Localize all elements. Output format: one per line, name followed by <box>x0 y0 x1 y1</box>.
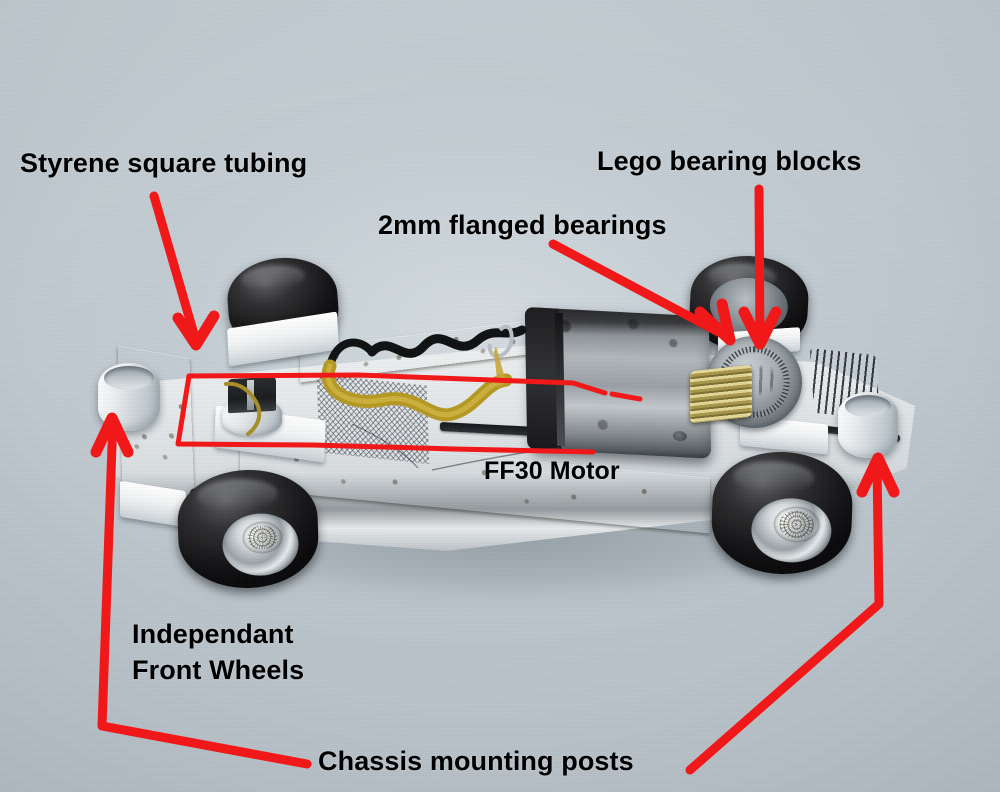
styrene-outline-box <box>175 372 643 455</box>
rear-chassis-mounting-post <box>838 392 898 458</box>
arrow-chassis-post-right <box>685 452 900 775</box>
arrow-bearings <box>548 239 736 346</box>
label-2mm-flanged-bearings: 2mm flanged bearings <box>378 210 667 240</box>
label-ff30-motor: FF30 Motor <box>484 457 620 485</box>
arrow-styrene <box>149 191 220 351</box>
arrow-chassis-post-left <box>90 412 312 769</box>
label-independant-line2: Front Wheels <box>132 654 305 685</box>
label-lego-bearing-blocks: Lego bearing blocks <box>597 146 862 176</box>
label-independant-line1: Independant <box>132 619 294 649</box>
arrow-lego <box>738 184 782 350</box>
label-independant-front-wheels: Independant Front Wheels <box>132 617 304 688</box>
label-chassis-mounting-posts: Chassis mounting posts <box>318 746 634 776</box>
label-styrene-square-tubing: Styrene square tubing <box>20 148 308 178</box>
front-chassis-mounting-post <box>98 363 160 431</box>
